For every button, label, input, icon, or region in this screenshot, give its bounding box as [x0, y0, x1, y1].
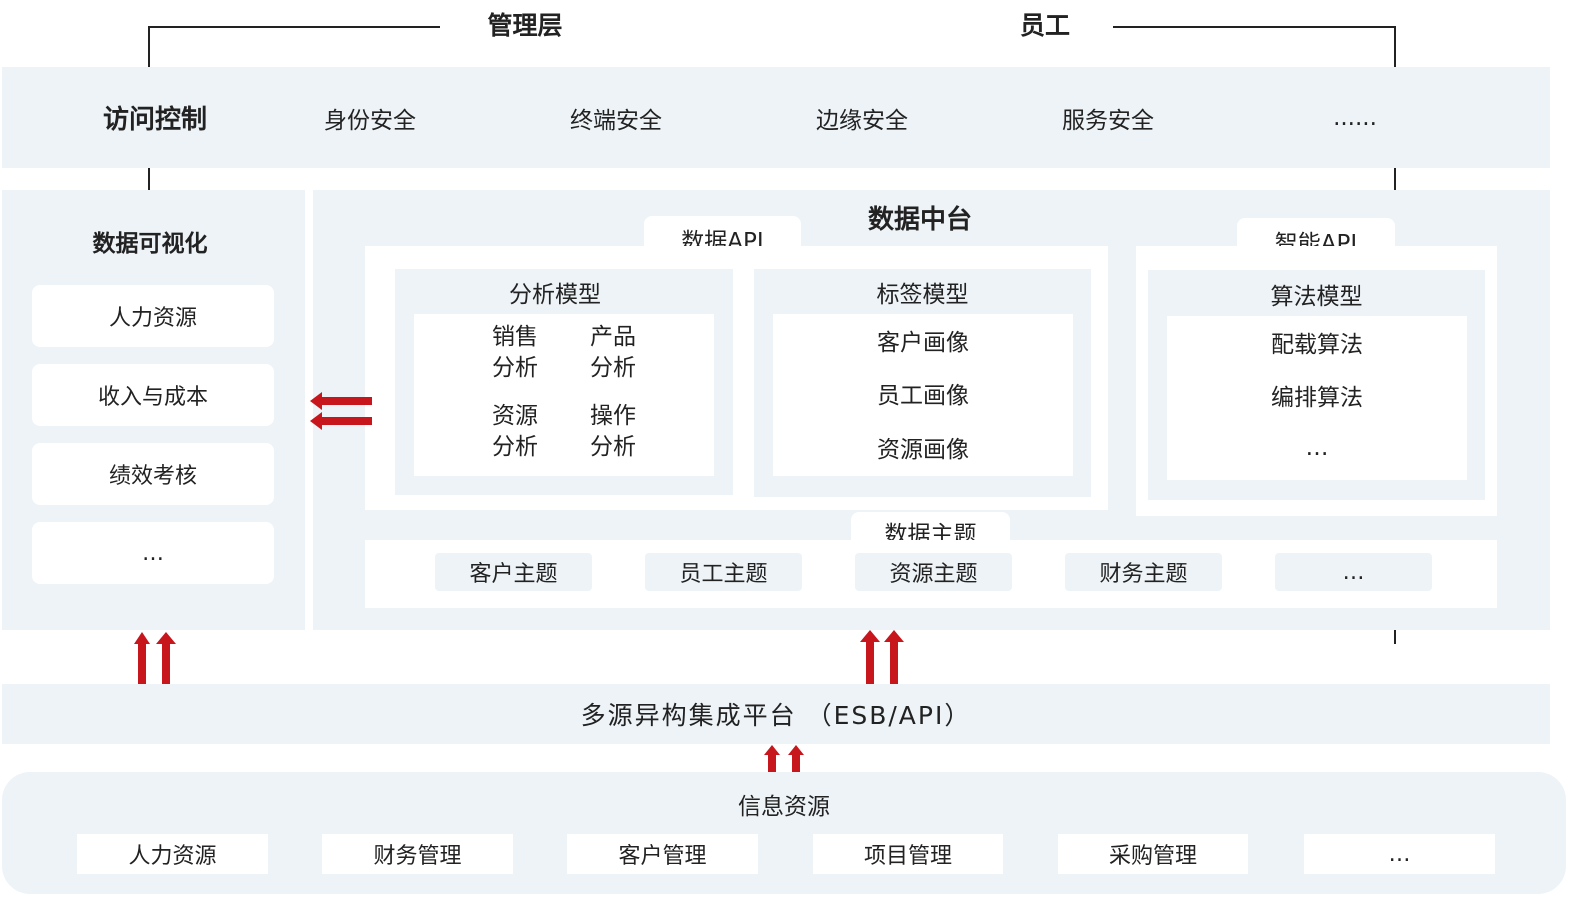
- info-resources-title: 信息资源: [738, 794, 830, 820]
- staff-connector-vertical: [1394, 26, 1396, 68]
- tag-item-customer: 客户画像: [877, 330, 969, 356]
- tag-model-title: 标签模型: [876, 282, 969, 308]
- tag-item-resource: 资源画像: [877, 437, 969, 463]
- resource-project: 项目管理: [813, 834, 1003, 874]
- up-double-arrow-icon-middle: [860, 630, 904, 684]
- algorithm-model-inner: [1167, 316, 1467, 480]
- algorithm-item-loading: 配载算法: [1271, 332, 1363, 358]
- topic-more: …: [1275, 553, 1432, 591]
- analysis-model-title: 分析模型: [509, 282, 601, 308]
- integration-platform-label: 多源异构集成平台 （ESB/API）: [580, 701, 972, 730]
- resource-finance: 财务管理: [322, 834, 513, 874]
- access-item-identity: 身份安全: [324, 108, 416, 134]
- access-item-edge: 边缘安全: [816, 108, 908, 134]
- tag-item-staff: 员工画像: [877, 383, 969, 409]
- analysis-cell-operation: 操作 分析: [590, 403, 636, 460]
- viz-item-more: …: [32, 522, 274, 584]
- up-double-arrow-icon-left: [134, 632, 176, 684]
- topic-customer: 客户主题: [435, 553, 592, 591]
- resource-customer: 客户管理: [567, 834, 758, 874]
- resource-hr: 人力资源: [77, 834, 268, 874]
- right-connector-bottom: [1394, 630, 1396, 644]
- topic-resource: 资源主题: [855, 553, 1012, 591]
- algorithm-item-orchestration: 编排算法: [1271, 385, 1363, 411]
- visualization-title: 数据可视化: [92, 231, 208, 257]
- mgmt-connector-horizontal: [148, 26, 440, 28]
- mgmt-connector-vertical: [148, 26, 150, 68]
- resource-more: …: [1304, 834, 1495, 874]
- viz-item-performance: 绩效考核: [32, 443, 274, 505]
- access-item-terminal: 终端安全: [570, 108, 662, 134]
- analysis-cell-resource: 资源 分析: [492, 403, 538, 460]
- access-item-more: ......: [1333, 105, 1377, 131]
- analysis-cell-sales: 销售 分析: [492, 324, 538, 381]
- access-control-band: [2, 67, 1550, 168]
- access-control-title: 访问控制: [102, 104, 207, 135]
- topic-finance: 财务主题: [1065, 553, 1222, 591]
- up-double-arrow-icon-bottom: [764, 745, 804, 773]
- analysis-cell-product: 产品 分析: [590, 324, 636, 381]
- data-center-title: 数据中台: [867, 204, 972, 235]
- algorithm-item-more: …: [1305, 435, 1329, 461]
- topic-staff: 员工主题: [645, 553, 802, 591]
- right-connector-top: [1394, 168, 1396, 190]
- staff-label: 员工: [1019, 11, 1070, 40]
- viz-item-revenue-cost: 收入与成本: [32, 364, 274, 426]
- staff-connector-horizontal: [1113, 26, 1396, 28]
- algorithm-model-title: 算法模型: [1270, 284, 1363, 310]
- tag-model-inner: [773, 314, 1073, 476]
- access-item-service: 服务安全: [1062, 108, 1154, 134]
- resource-procurement: 采购管理: [1058, 834, 1248, 874]
- management-label: 管理层: [487, 11, 563, 40]
- viz-item-hr: 人力资源: [32, 285, 274, 347]
- analysis-model-inner: [414, 314, 714, 476]
- integration-platform-band: 多源异构集成平台 （ESB/API）: [2, 684, 1550, 744]
- left-double-arrow-icon: [310, 392, 372, 430]
